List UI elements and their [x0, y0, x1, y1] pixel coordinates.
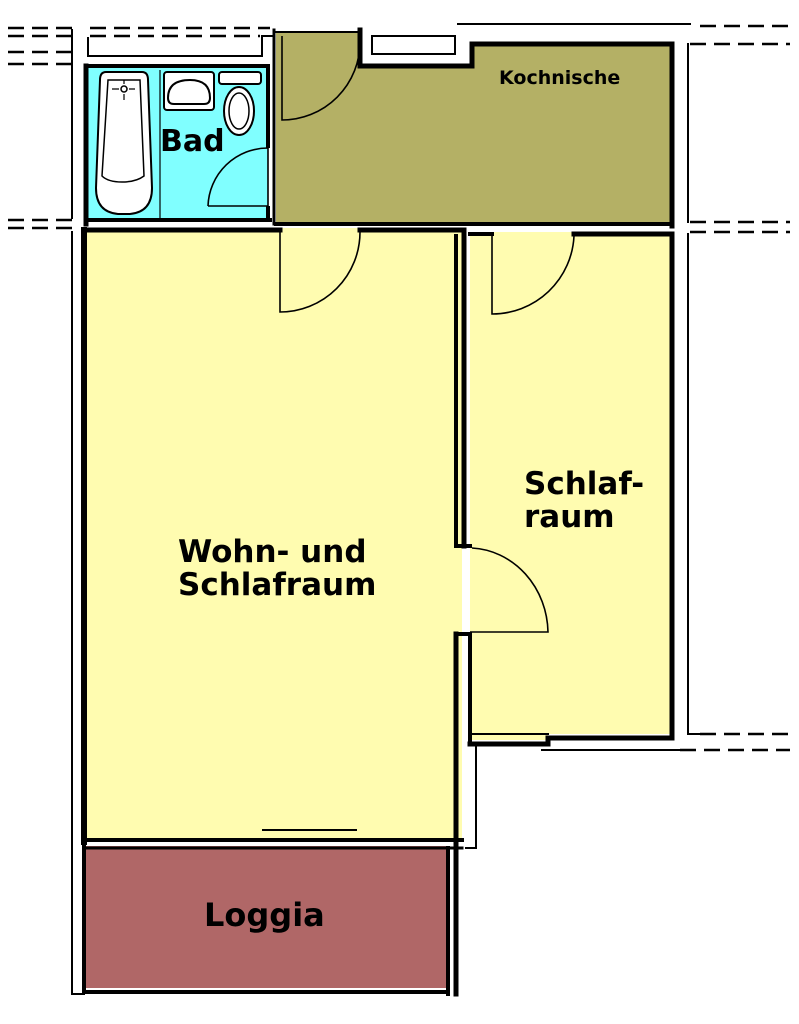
door-kitchen	[281, 36, 361, 121]
room-label-schlafraum: Schlaf- raum	[524, 466, 645, 536]
room-wohnraum	[84, 228, 462, 840]
dashed-lines	[8, 24, 790, 752]
walls	[71, 23, 701, 997]
sink-icon	[163, 71, 215, 111]
room-loggia	[84, 846, 448, 988]
bathtub-icon	[94, 71, 154, 215]
label-kochnische: Kochnische	[499, 67, 621, 89]
toilet-icon	[218, 71, 262, 136]
label-schlafraum-line1: Schlaf-	[524, 466, 645, 502]
door-wohnraum	[279, 231, 361, 313]
label-loggia: Loggia	[204, 896, 325, 934]
label-schlafraum-line2: raum	[524, 499, 615, 536]
room-kochnische	[276, 32, 670, 222]
room-schlafraum	[470, 232, 670, 740]
label-wohnraum-line1: Wohn- und	[178, 534, 367, 570]
door-between	[470, 547, 549, 633]
room-label-loggia: Loggia	[204, 898, 325, 933]
door-bad	[207, 147, 269, 207]
room-label-wohnraum: Wohn- und Schlafraum	[178, 534, 377, 604]
label-bad: Bad	[160, 124, 225, 159]
room-label-kochnische: Kochnische	[499, 68, 620, 89]
room-label-bad: Bad	[160, 124, 225, 159]
doors	[207, 36, 575, 633]
door-schlafraum	[491, 235, 575, 315]
label-wohnraum-line2: Schlafraum	[178, 567, 377, 604]
